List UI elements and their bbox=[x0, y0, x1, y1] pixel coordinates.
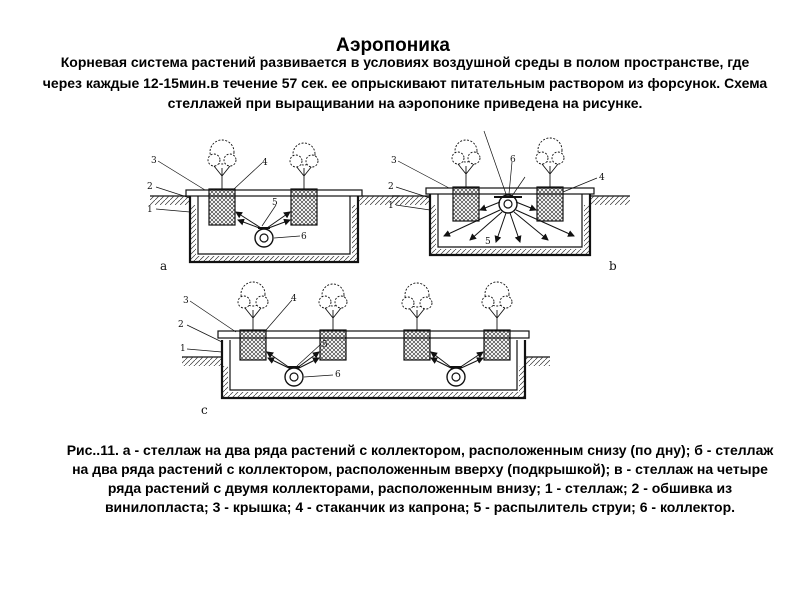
label-2: 2 bbox=[178, 320, 184, 330]
rack-inner-wall bbox=[437, 194, 583, 248]
label-6: 6 bbox=[301, 232, 307, 242]
spray-jets bbox=[266, 351, 484, 370]
collector bbox=[446, 366, 466, 387]
label-6: 6 bbox=[335, 370, 341, 380]
plant-pot bbox=[536, 186, 564, 222]
panel-a: 1 2 3 4 5 6 a bbox=[147, 139, 400, 273]
plant bbox=[237, 281, 269, 330]
label-2: 2 bbox=[388, 182, 394, 192]
label-4: 4 bbox=[291, 294, 297, 304]
label-6: 6 bbox=[510, 155, 516, 165]
rack-lid bbox=[217, 330, 530, 339]
panel-c: 1 2 3 4 5 6 c bbox=[178, 281, 550, 417]
plant bbox=[289, 142, 319, 189]
plant-pot bbox=[290, 188, 318, 226]
label-1: 1 bbox=[388, 201, 394, 211]
intro-paragraph: Корневая система растений развивается в … bbox=[42, 54, 768, 111]
aeroponics-rack-diagram: 1 2 3 4 5 6 a bbox=[147, 130, 630, 417]
label-leaders bbox=[395, 130, 598, 211]
plant bbox=[481, 281, 513, 330]
plant-pot bbox=[483, 329, 511, 361]
label-leaders bbox=[186, 299, 334, 378]
plant-pot bbox=[452, 186, 480, 222]
soil-hatching bbox=[392, 196, 630, 255]
plant bbox=[535, 137, 565, 187]
plant-pot bbox=[319, 329, 347, 361]
label-5: 5 bbox=[272, 198, 278, 208]
plant-pot bbox=[208, 188, 236, 226]
plant bbox=[451, 139, 481, 187]
label-3: 3 bbox=[183, 296, 189, 306]
rack-frame bbox=[428, 194, 592, 257]
label-3: 3 bbox=[391, 156, 397, 166]
label-5: 5 bbox=[322, 340, 328, 350]
spray-jets bbox=[443, 201, 575, 243]
label-1: 1 bbox=[147, 205, 153, 215]
label-2: 2 bbox=[147, 182, 153, 192]
collector bbox=[494, 194, 522, 214]
panel-letter: c bbox=[201, 403, 208, 417]
plant-pot bbox=[239, 329, 267, 361]
plant bbox=[401, 282, 433, 330]
soil-hatching bbox=[150, 196, 400, 262]
plant bbox=[318, 283, 348, 330]
rack-frame bbox=[220, 340, 527, 400]
rack-inner-wall bbox=[197, 196, 351, 255]
label-4: 4 bbox=[599, 173, 605, 183]
panel-letter: b bbox=[609, 259, 617, 273]
rack-lid bbox=[425, 187, 595, 195]
figure-caption: Рис..11. а - стеллаж на два ряда растени… bbox=[66, 442, 774, 515]
collector bbox=[284, 366, 304, 387]
label-5: 5 bbox=[485, 237, 491, 247]
label-leaders bbox=[155, 160, 301, 239]
panel-letter: a bbox=[160, 259, 167, 273]
plant-pot bbox=[403, 329, 431, 361]
collector bbox=[254, 227, 274, 248]
slide-title: Аэропоника bbox=[336, 35, 450, 56]
label-4: 4 bbox=[262, 158, 268, 168]
soil-hatching bbox=[182, 357, 550, 398]
panel-b: 1 2 3 4 5 6 b bbox=[388, 130, 630, 273]
rack-lid bbox=[185, 189, 363, 197]
rack-inner-wall bbox=[229, 340, 518, 391]
label-1: 1 bbox=[180, 344, 186, 354]
spray-jets bbox=[235, 211, 291, 230]
label-3: 3 bbox=[151, 156, 157, 166]
plant bbox=[207, 139, 237, 189]
rack-frame bbox=[188, 196, 360, 264]
